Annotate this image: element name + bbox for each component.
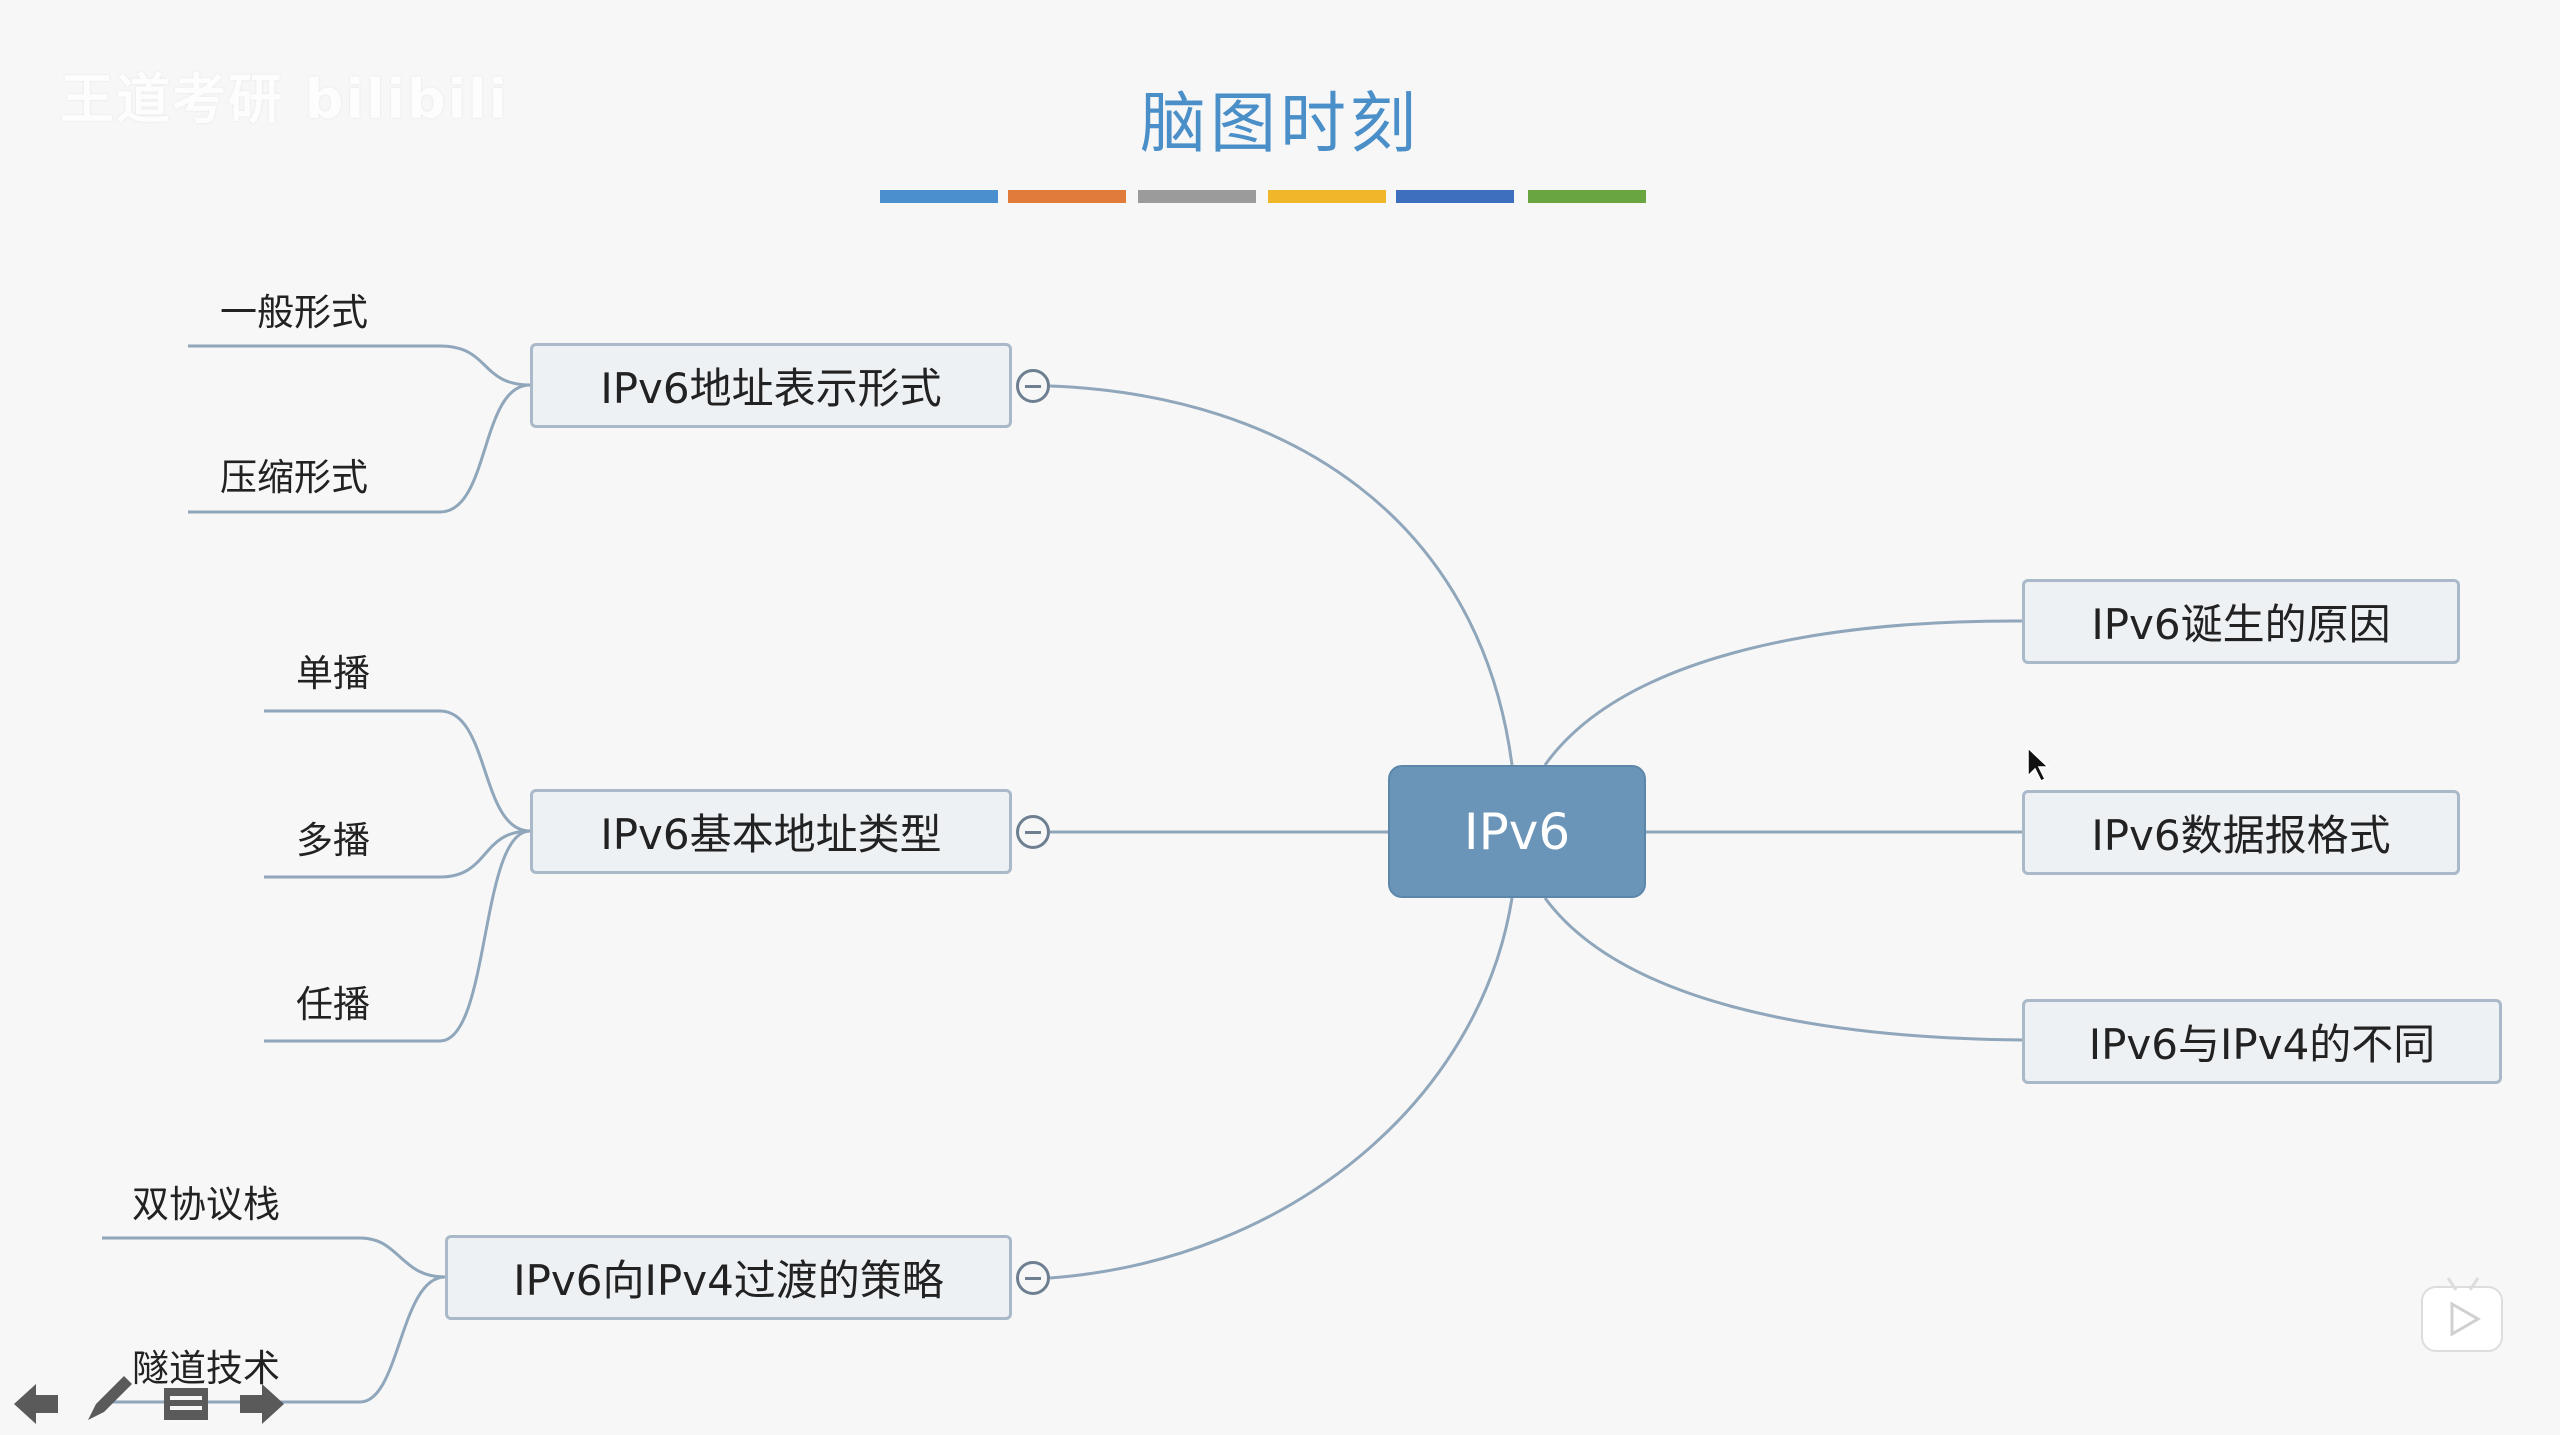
color-bar (880, 190, 1646, 203)
collapse-transition-icon[interactable] (1016, 1261, 1050, 1295)
node-transition-strategy[interactable]: IPv6向IPv4过渡的策略 (445, 1235, 1012, 1320)
connector-leaf-unicast (264, 709, 531, 833)
connector-center-to-transition (1049, 897, 1514, 1280)
connector-leaf-tunnel (102, 1275, 446, 1404)
collapse-representation-icon[interactable] (1016, 369, 1050, 403)
bilibili-play-icon[interactable] (2421, 1277, 2503, 1352)
leaf-compressed-form[interactable]: 压缩形式 (220, 456, 368, 499)
color-bar-segment (1008, 190, 1126, 203)
connector-leaf-multicast (264, 829, 531, 879)
page-title: 脑图时刻 (1140, 85, 1420, 162)
connector-center-to-difference (1543, 897, 2023, 1042)
color-bar-segment (880, 190, 998, 203)
node-ipv6-datagram-format[interactable]: IPv6数据报格式 (2022, 790, 2460, 875)
node-ipv6-vs-ipv4[interactable]: IPv6与IPv4的不同 (2022, 999, 2502, 1084)
mouse-cursor-icon (2027, 746, 2050, 783)
leaf-general-form[interactable]: 一般形式 (220, 291, 368, 334)
connector-leaf-compressed (188, 383, 531, 514)
watermark: 王道考研 bilibili (60, 68, 510, 131)
leaf-multicast[interactable]: 多播 (296, 819, 370, 862)
arrow-left-icon[interactable] (14, 1384, 58, 1424)
pen-icon[interactable] (88, 1376, 132, 1420)
connector-center-to-origin (1543, 619, 2023, 766)
arrow-right-icon[interactable] (240, 1384, 284, 1424)
color-bar-segment (1268, 190, 1386, 203)
connector-leaf-anycast (264, 829, 531, 1043)
color-bar-segment (1396, 190, 1514, 203)
center-node[interactable]: IPv6 (1388, 765, 1646, 898)
leaf-tunneling[interactable]: 隧道技术 (132, 1347, 280, 1390)
connector-leaf-dual-stack (102, 1236, 446, 1279)
color-bar-segment (1138, 190, 1256, 203)
node-basic-address-types[interactable]: IPv6基本地址类型 (530, 789, 1012, 874)
leaf-dual-stack[interactable]: 双协议栈 (132, 1183, 280, 1226)
node-ipv6-origin[interactable]: IPv6诞生的原因 (2022, 579, 2460, 664)
notes-icon[interactable] (164, 1388, 208, 1420)
connector-leaf-general (188, 344, 531, 387)
color-bar-segment (1528, 190, 1646, 203)
collapse-types-icon[interactable] (1016, 815, 1050, 849)
connector-center-to-representation (1049, 384, 1514, 766)
leaf-unicast[interactable]: 单播 (296, 652, 370, 695)
node-address-representation[interactable]: IPv6地址表示形式 (530, 343, 1012, 428)
leaf-anycast[interactable]: 任播 (296, 983, 370, 1026)
